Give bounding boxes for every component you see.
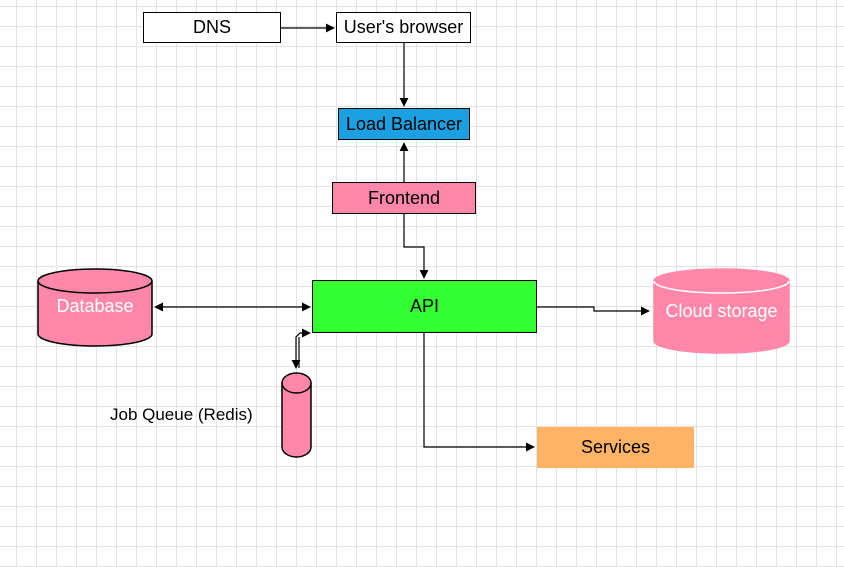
- cloud-storage-label: Cloud storage: [665, 301, 778, 321]
- edge-api-to-cloud-storage: [537, 306, 650, 316]
- database-label: Database: [56, 296, 134, 316]
- browser-node[interactable]: User's browser: [336, 12, 471, 43]
- api-node[interactable]: API: [312, 280, 537, 333]
- frontend-label: Frontend: [367, 187, 441, 208]
- services-label: Services: [580, 437, 651, 457]
- cloud-storage-cylinder-icon: [653, 268, 790, 354]
- job-queue-node[interactable]: [281, 372, 312, 458]
- cloud-storage-node[interactable]: Cloud storage: [653, 268, 790, 354]
- job-queue-cylinder-icon: [281, 372, 312, 458]
- browser-label: User's browser: [343, 17, 464, 37]
- services-node[interactable]: Services: [537, 427, 694, 468]
- edge-frontend-to-api: [403, 214, 429, 279]
- dns-node[interactable]: DNS: [143, 12, 281, 43]
- load-balancer-label: Load Balancer: [345, 113, 463, 134]
- frontend-node[interactable]: Frontend: [332, 182, 476, 214]
- edge-api-to-services: [423, 333, 535, 452]
- job-queue-label: Job Queue (Redis): [110, 405, 253, 424]
- edge-api-job-queue: [291, 328, 311, 369]
- load-balancer-node[interactable]: Load Balancer: [338, 108, 470, 140]
- database-node[interactable]: Database: [37, 268, 153, 347]
- api-label: API: [409, 296, 439, 316]
- dns-label: DNS: [192, 17, 231, 37]
- database-cylinder-icon: [37, 268, 153, 347]
